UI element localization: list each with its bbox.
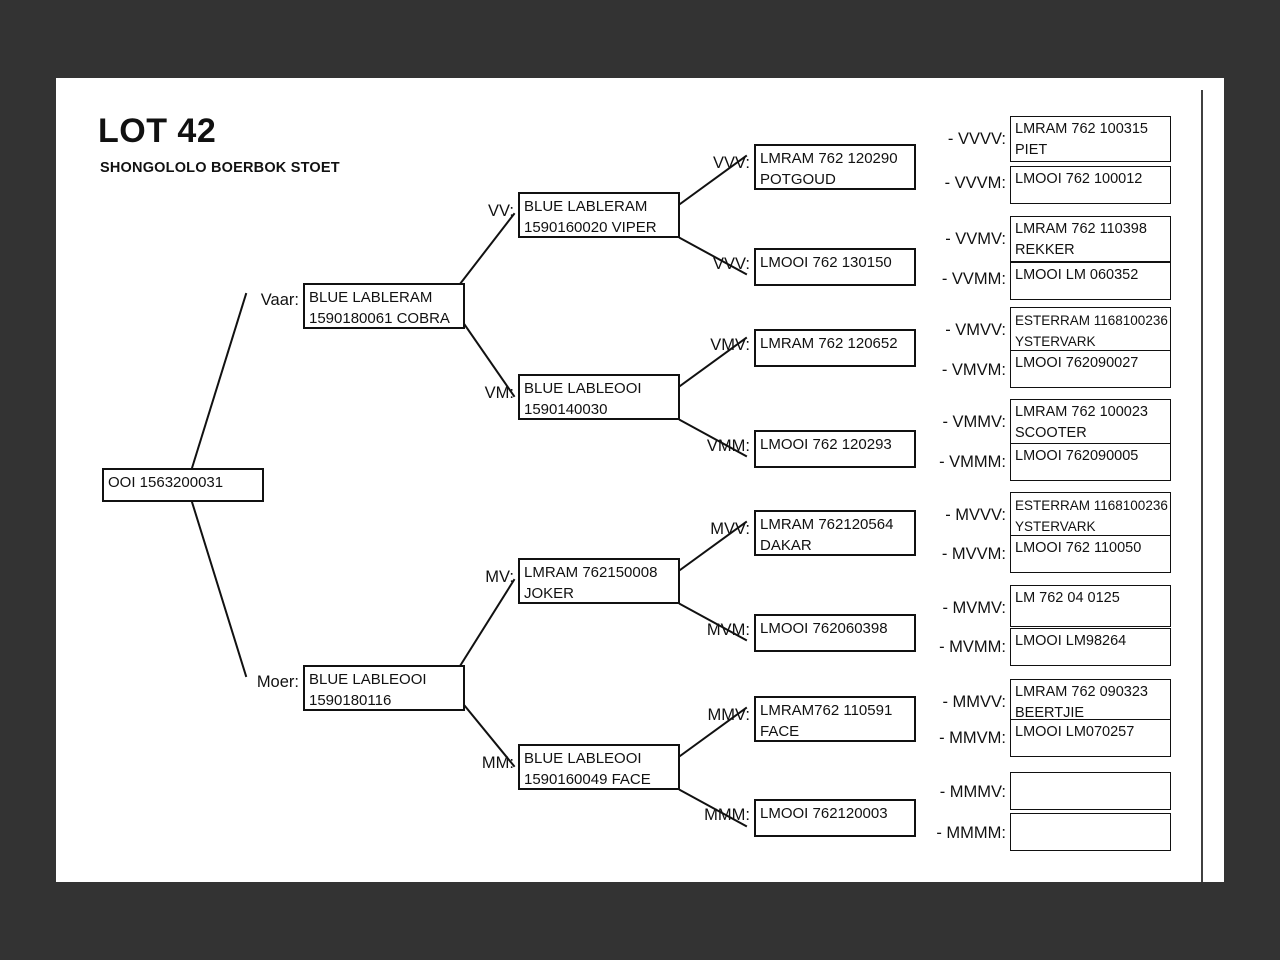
label-vmmm: - VMMM: bbox=[939, 453, 1006, 471]
label-mm: MM: bbox=[481, 754, 514, 772]
label-mvmv: - MVMV: bbox=[942, 599, 1006, 617]
animal-box-mmv[interactable]: LMRAM762 110591 FACE bbox=[754, 696, 916, 742]
label-moer: Moer: bbox=[256, 673, 299, 691]
animal-box-vmm[interactable]: LMOOI 762 120293 bbox=[754, 430, 916, 468]
page-title: LOT 42 bbox=[98, 112, 217, 150]
animal-box-mmmm[interactable] bbox=[1010, 813, 1171, 851]
label-vvmv: - VVMV: bbox=[945, 230, 1006, 248]
label-vvv: VVV: bbox=[713, 154, 750, 172]
animal-box-vv[interactable]: BLUE LABLERAM 1590160020 VIPER bbox=[518, 192, 680, 238]
animal-box-mvvm[interactable]: LMOOI 762 110050 bbox=[1010, 535, 1171, 573]
label-mmvv: - MMVV: bbox=[942, 693, 1006, 711]
animal-box-mvmm[interactable]: LMOOI LM98264 bbox=[1010, 628, 1171, 666]
pedigree-page: LOT 42 SHONGOLOLO BOERBOK STOET OOI 1563… bbox=[56, 78, 1224, 882]
animal-box-vvmv[interactable]: LMRAM 762 110398 REKKER bbox=[1010, 216, 1171, 262]
animal-box-vmvm[interactable]: LMOOI 762090027 bbox=[1010, 350, 1171, 388]
label-mvvm: - MVVM: bbox=[941, 545, 1006, 563]
label-mv: MV: bbox=[485, 568, 514, 586]
animal-box-mv[interactable]: LMRAM 762150008 JOKER bbox=[518, 558, 680, 604]
label-vv: VV: bbox=[488, 202, 514, 220]
label-vmvv: - VMVV: bbox=[945, 321, 1006, 339]
animal-box-mvm[interactable]: LMOOI 762060398 bbox=[754, 614, 916, 652]
animal-box-vvmm[interactable]: LMOOI LM 060352 bbox=[1010, 262, 1171, 300]
pedigree-canvas: LOT 42 SHONGOLOLO BOERBOK STOET OOI 1563… bbox=[56, 78, 1224, 882]
label-vvmm: - VVMM: bbox=[941, 270, 1006, 288]
animal-box-mmvm[interactable]: LMOOI LM070257 bbox=[1010, 719, 1171, 757]
page-subtitle: SHONGOLOLO BOERBOK STOET bbox=[100, 160, 340, 176]
label-mvv: MVV: bbox=[710, 520, 750, 538]
animal-box-root[interactable]: OOI 1563200031 bbox=[102, 468, 264, 502]
animal-box-vvvv[interactable]: LMRAM 762 100315 PIET bbox=[1010, 116, 1171, 162]
label-mmm: MMM: bbox=[704, 806, 750, 824]
label-vvvv: - VVVV: bbox=[947, 130, 1006, 148]
label-vmv: VMV: bbox=[710, 336, 750, 354]
label-vmvm: - VMVM: bbox=[941, 361, 1006, 379]
animal-box-vvvm[interactable]: LMOOI 762 100012 bbox=[1010, 166, 1171, 204]
label-mmmv: - MMMV: bbox=[939, 783, 1006, 801]
animal-box-vvv[interactable]: LMRAM 762 120290 POTGOUD bbox=[754, 144, 916, 190]
label-mmv: MMV: bbox=[707, 706, 750, 724]
label-mvvv: - MVVV: bbox=[945, 506, 1006, 524]
label-vaar: Vaar: bbox=[260, 291, 299, 309]
animal-box-mmvv[interactable]: LMRAM 762 090323 BEERTJIE bbox=[1010, 679, 1171, 725]
label-vmm: VMM: bbox=[706, 437, 750, 455]
animal-box-mmmv[interactable] bbox=[1010, 772, 1171, 810]
animal-box-vmmm[interactable]: LMOOI 762090005 bbox=[1010, 443, 1171, 481]
animal-box-vmmv[interactable]: LMRAM 762 100023 SCOOTER bbox=[1010, 399, 1171, 445]
animal-box-vmvv[interactable]: ESTERRAM 1168100236 YSTERVARK bbox=[1010, 307, 1171, 353]
label-vvm: VVV: bbox=[713, 255, 750, 273]
animal-box-mm[interactable]: BLUE LABLEOOI 1590160049 FACE bbox=[518, 744, 680, 790]
animal-box-vvm[interactable]: LMOOI 762 130150 bbox=[754, 248, 916, 286]
animal-box-mvvv[interactable]: ESTERRAM 1168100236 YSTERVARK bbox=[1010, 492, 1171, 538]
animal-box-vm[interactable]: BLUE LABLEOOI 1590140030 bbox=[518, 374, 680, 420]
label-mmmm: - MMMM: bbox=[936, 824, 1006, 842]
animal-box-mvmv[interactable]: LM 762 04 0125 bbox=[1010, 585, 1171, 627]
label-vm: VM: bbox=[484, 384, 514, 402]
animal-box-m[interactable]: BLUE LABLEOOI 1590180116 bbox=[303, 665, 465, 711]
animal-box-v[interactable]: BLUE LABLERAM 1590180061 COBRA bbox=[303, 283, 465, 329]
animal-box-mvv[interactable]: LMRAM 762120564 DAKAR bbox=[754, 510, 916, 556]
label-vmmv: - VMMV: bbox=[942, 413, 1006, 431]
animal-box-vmv[interactable]: LMRAM 762 120652 bbox=[754, 329, 916, 367]
label-mvmm: - MVMM: bbox=[939, 638, 1006, 656]
label-mvm: MVM: bbox=[706, 621, 750, 639]
animal-box-mmm[interactable]: LMOOI 762120003 bbox=[754, 799, 916, 837]
label-mmvm: - MMVM: bbox=[939, 729, 1006, 747]
label-vvvm: - VVVM: bbox=[944, 174, 1006, 192]
